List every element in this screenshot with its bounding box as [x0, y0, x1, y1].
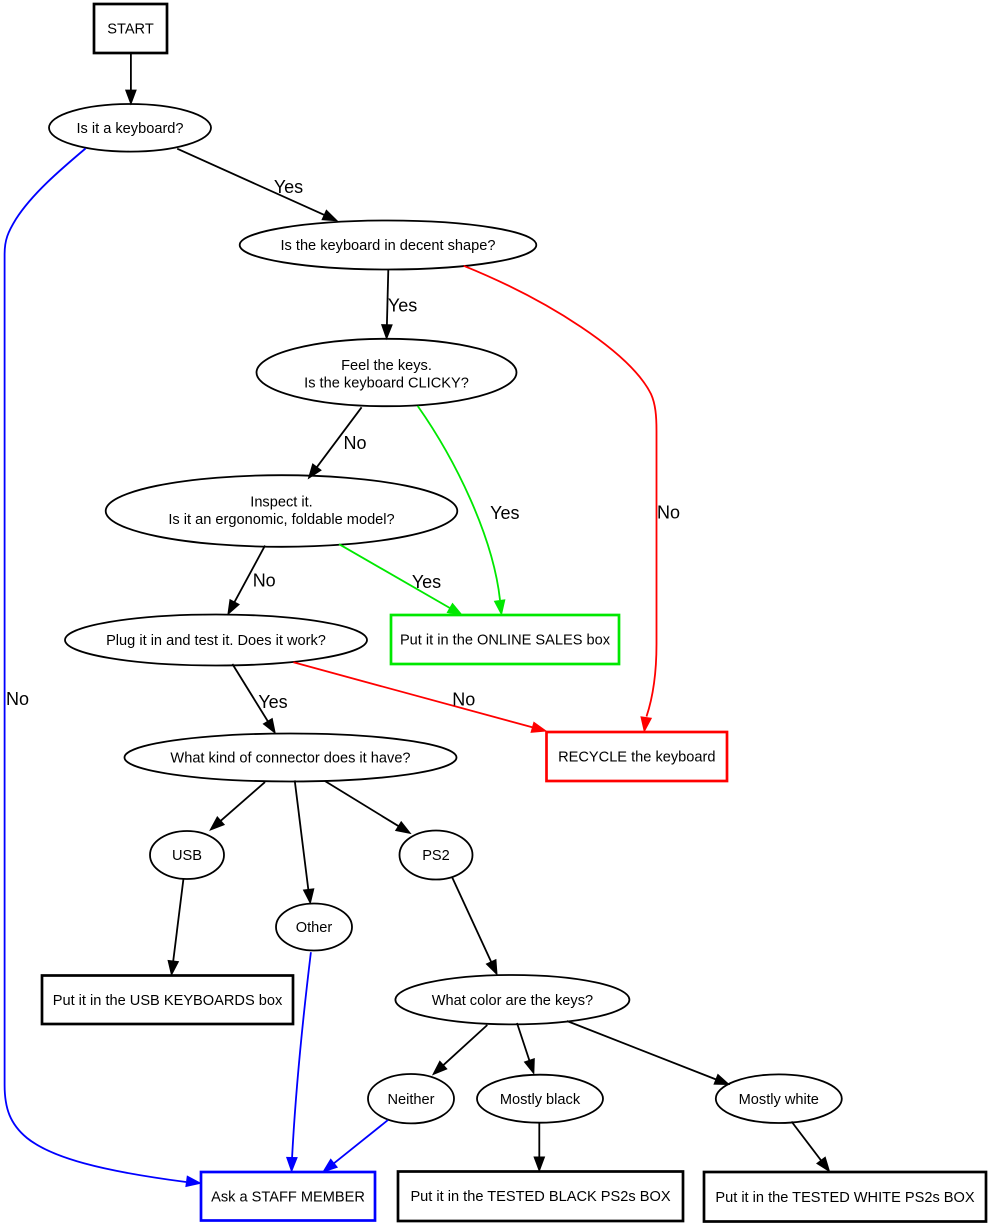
- svg-text:Yes: Yes: [274, 177, 303, 197]
- svg-text:RECYCLE the keyboard: RECYCLE the keyboard: [558, 750, 715, 766]
- svg-text:Yes: Yes: [412, 572, 441, 592]
- svg-text:What color are the keys?: What color are the keys?: [432, 993, 593, 1009]
- svg-text:No: No: [343, 433, 366, 453]
- svg-text:Put it in the ONLINE SALES box: Put it in the ONLINE SALES box: [400, 633, 611, 649]
- svg-text:Yes: Yes: [388, 296, 417, 316]
- svg-text:Is the keyboard CLICKY?: Is the keyboard CLICKY?: [304, 375, 469, 391]
- svg-text:Is the keyboard in decent shap: Is the keyboard in decent shape?: [280, 238, 495, 254]
- svg-text:No: No: [253, 571, 276, 591]
- svg-text:Inspect it.: Inspect it.: [250, 495, 312, 511]
- svg-text:START: START: [107, 22, 154, 38]
- svg-text:PS2: PS2: [422, 848, 450, 864]
- svg-text:Feel the keys.: Feel the keys.: [341, 358, 432, 374]
- svg-text:What kind of connector does it: What kind of connector does it have?: [170, 751, 410, 767]
- svg-text:Mostly black: Mostly black: [500, 1092, 581, 1108]
- svg-text:Put it in the TESTED WHITE PS2: Put it in the TESTED WHITE PS2s BOX: [715, 1190, 975, 1206]
- svg-text:No: No: [6, 689, 29, 709]
- svg-text:Put it in the TESTED BLACK PS2: Put it in the TESTED BLACK PS2s BOX: [410, 1189, 670, 1205]
- svg-text:Mostly white: Mostly white: [739, 1092, 819, 1108]
- svg-text:Yes: Yes: [258, 692, 287, 712]
- svg-text:Plug it in and test it. Does i: Plug it in and test it. Does it work?: [106, 633, 326, 649]
- svg-text:Put it in the USB KEYBOARDS bo: Put it in the USB KEYBOARDS box: [53, 993, 283, 1009]
- svg-text:Other: Other: [296, 920, 333, 936]
- svg-text:Ask a STAFF MEMBER: Ask a STAFF MEMBER: [211, 1189, 365, 1205]
- svg-text:Neither: Neither: [387, 1092, 434, 1108]
- svg-text:No: No: [657, 503, 680, 523]
- svg-text:Yes: Yes: [490, 503, 519, 523]
- svg-text:No: No: [452, 690, 475, 710]
- svg-text:USB: USB: [172, 848, 202, 864]
- svg-text:Is it a keyboard?: Is it a keyboard?: [76, 121, 183, 137]
- svg-text:Is it an ergonomic, foldable m: Is it an ergonomic, foldable model?: [168, 512, 394, 528]
